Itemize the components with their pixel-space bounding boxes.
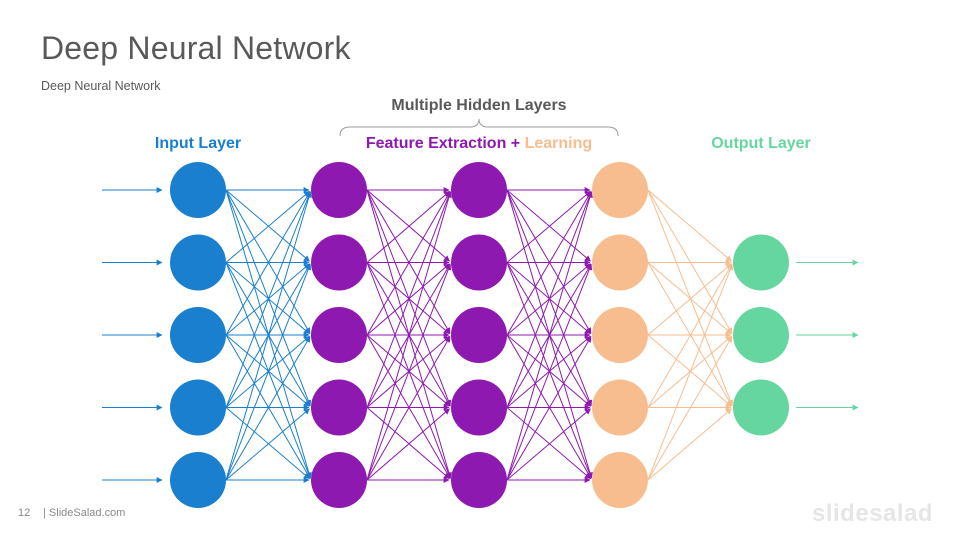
- plus-label: +: [506, 135, 524, 152]
- learning-label: Learning: [525, 135, 593, 152]
- input-layer-label: Input Layer: [155, 135, 241, 152]
- output-neuron: [733, 307, 789, 363]
- connection-edge: [647, 189, 733, 334]
- connection-edge: [506, 189, 591, 262]
- hidden-2-neuron: [451, 379, 507, 436]
- connection-edge: [506, 189, 592, 334]
- connection-edge: [506, 191, 593, 481]
- connection-edge: [225, 189, 311, 334]
- connection-edge: [506, 191, 593, 408]
- output-neuron: [733, 234, 789, 291]
- hidden-1-neuron: [311, 234, 367, 291]
- connection-edge: [647, 334, 732, 407]
- connection-edge: [366, 407, 450, 480]
- connection-edge: [647, 336, 733, 481]
- hidden-layer-label: Feature Extraction + Learning: [366, 135, 592, 152]
- output-neuron: [733, 379, 789, 436]
- connection-edge: [366, 408, 450, 481]
- connection-edge: [225, 262, 310, 335]
- connection-edge: [647, 263, 733, 408]
- hidden-1-neuron: [311, 307, 367, 363]
- connection-edge: [366, 191, 451, 336]
- connection-edge: [366, 336, 451, 481]
- connection-edge: [366, 334, 450, 407]
- connection-edge: [506, 262, 591, 335]
- connection-edge: [366, 262, 451, 407]
- connection-edge: [366, 190, 450, 263]
- connection-edge: [225, 189, 310, 262]
- hidden-2-neuron: [451, 307, 507, 363]
- slide-title: Deep Neural Network: [41, 30, 351, 66]
- connections: [102, 187, 859, 483]
- connection-edge: [506, 334, 592, 479]
- connection-edge: [366, 189, 450, 262]
- output-layer-label: Output Layer: [711, 135, 811, 152]
- connection-edge: [225, 191, 312, 481]
- hidden-3-neuron: [592, 452, 648, 508]
- connection-edge: [647, 263, 732, 336]
- input-neuron: [170, 307, 226, 363]
- connection-edge: [225, 408, 310, 481]
- hidden-2-neuron: [451, 162, 507, 218]
- footer-site: | SlideSalad.com: [43, 507, 126, 519]
- connection-edge: [506, 408, 591, 481]
- connection-edge: [506, 190, 591, 263]
- connection-edge: [647, 189, 732, 262]
- hidden-2-neuron: [451, 234, 507, 291]
- slide-subtitle: Deep Neural Network: [41, 79, 161, 93]
- brand-logo: slidesalad: [812, 500, 934, 527]
- input-neuron: [170, 162, 226, 218]
- hidden-3-neuron: [592, 307, 648, 363]
- connection-edge: [506, 334, 591, 407]
- connection-edge: [366, 191, 452, 408]
- hidden-3-neuron: [592, 162, 648, 218]
- input-neuron: [170, 452, 226, 508]
- connection-edge: [366, 191, 452, 481]
- connection-edge: [647, 408, 732, 481]
- connection-edge: [225, 334, 311, 479]
- connection-edge: [366, 334, 451, 479]
- hidden-3-neuron: [592, 234, 648, 291]
- page-number: 12: [18, 507, 31, 519]
- input-neuron: [170, 234, 226, 291]
- connection-edge: [506, 336, 592, 481]
- hidden-layers-header: Multiple Hidden Layers: [391, 97, 566, 114]
- connection-edge: [647, 262, 732, 335]
- hidden-2-neuron: [451, 452, 507, 508]
- connection-edge: [366, 262, 450, 335]
- connection-edge: [225, 263, 312, 481]
- hidden-1-neuron: [311, 379, 367, 436]
- connection-edge: [506, 262, 592, 407]
- connection-edge: [225, 191, 311, 336]
- connection-edge: [225, 336, 311, 481]
- connection-edge: [366, 189, 451, 334]
- connection-edge: [225, 191, 312, 408]
- input-neuron: [170, 379, 226, 436]
- connection-edge: [366, 263, 452, 481]
- connection-edge: [225, 334, 310, 407]
- connection-edge: [647, 263, 734, 481]
- feature-extraction-label: Feature Extraction: [366, 135, 506, 152]
- connection-edge: [225, 407, 310, 480]
- connection-edge: [225, 190, 310, 263]
- connection-edge: [225, 262, 311, 407]
- hidden-1-neuron: [311, 162, 367, 218]
- connection-edge: [506, 191, 592, 336]
- connection-edge: [647, 262, 733, 407]
- hidden-layers-brace: [339, 118, 619, 137]
- hidden-1-neuron: [311, 452, 367, 508]
- connection-edge: [506, 407, 591, 480]
- hidden-3-neuron: [592, 379, 648, 436]
- connection-edge: [506, 263, 593, 481]
- neurons: [170, 162, 789, 508]
